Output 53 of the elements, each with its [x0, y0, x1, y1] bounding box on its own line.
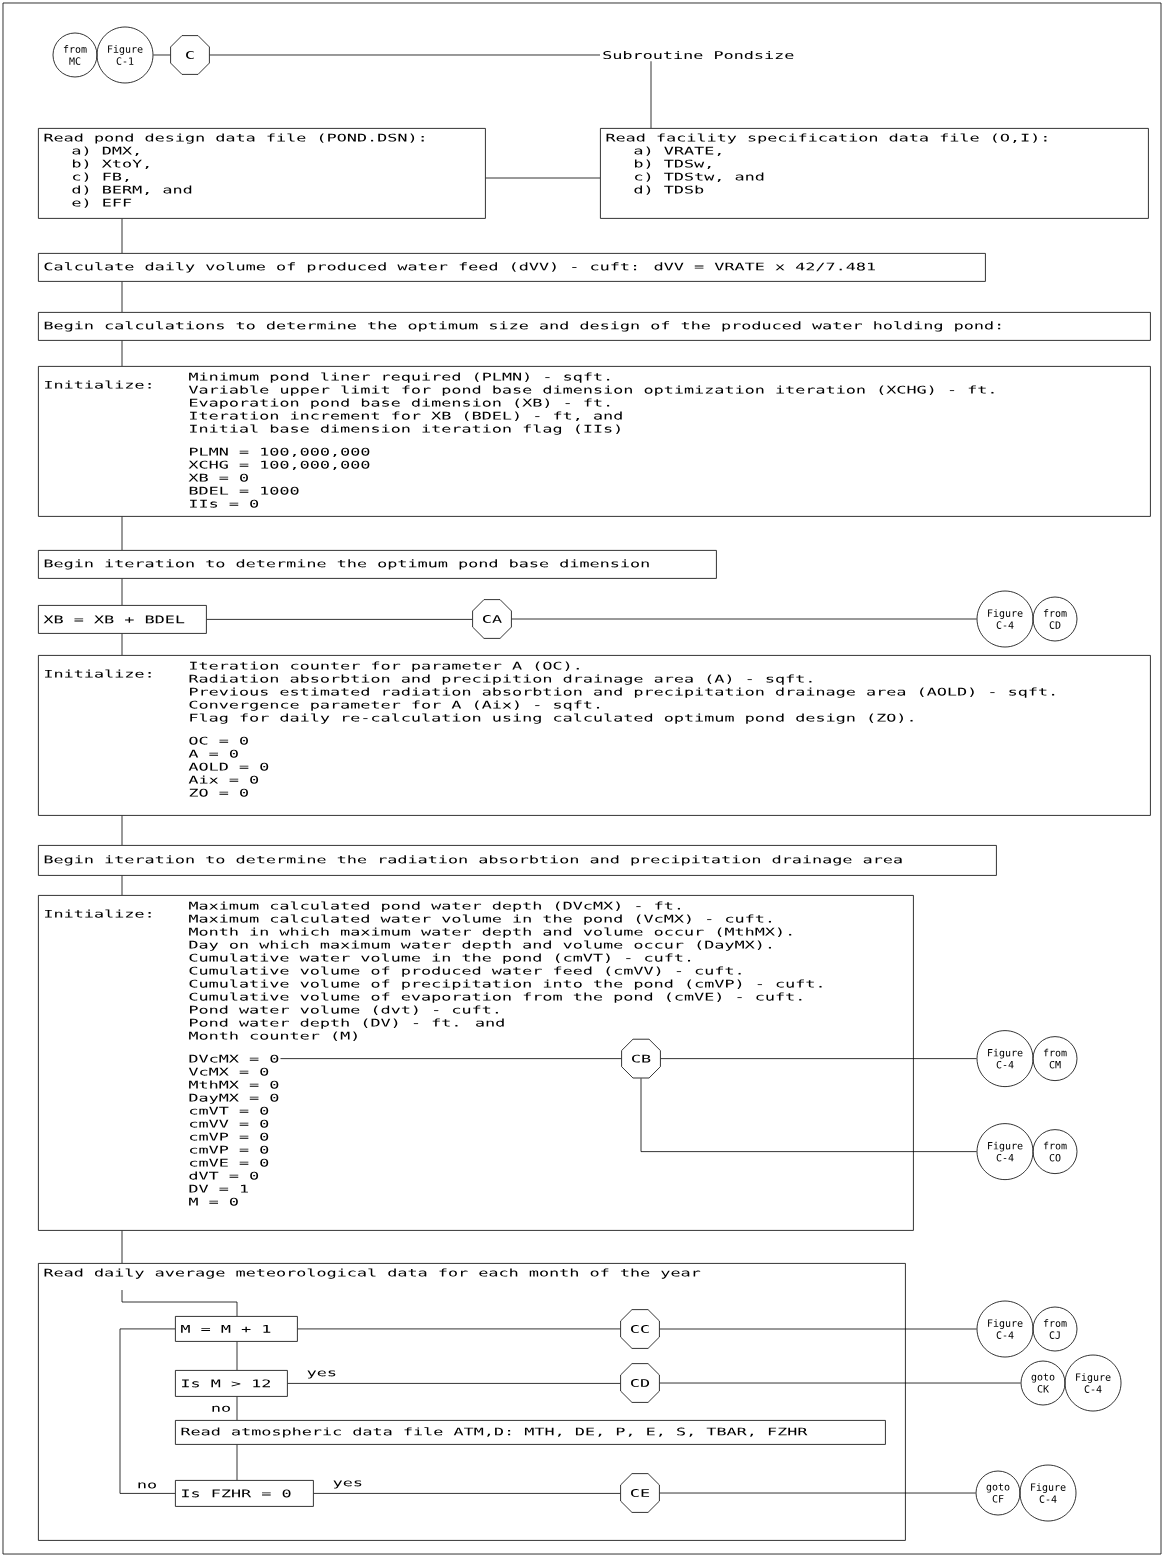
input-box: Read pond design data file (POND.DSN): a) DMX, b) XtoY, c) FB, d) BERM, and e) EFF [38, 128, 486, 219]
connector-line [209, 54, 601, 56]
edge-label: yes [331, 1479, 364, 1490]
connector-line [236, 1396, 238, 1421]
process-box: Is FZHR = 0 [175, 1480, 314, 1507]
connector-line [121, 1289, 238, 1317]
process-box: Calculate daily volume of produced water feed (dVV) - cuft: dVV = VRATE x 42/7.481 [38, 253, 986, 282]
connector-line [485, 177, 601, 179]
process-box: Begin iteration to determine the radiation absorbtion and precipitation drainage area [38, 845, 997, 876]
connector-line [280, 1058, 622, 1059]
connector-octagon: CE [620, 1473, 660, 1513]
connector-octagon: C [170, 35, 210, 75]
connector-line [659, 1328, 977, 1330]
input-box: Read facility specification data file (O,I): a) VRATE, b) TDSw, c) TDStw, and d) TDSb [600, 128, 1149, 219]
connector-line [121, 340, 123, 367]
connector-octagon: CA [472, 599, 512, 639]
connector-line [660, 1058, 977, 1059]
connector-line [236, 1444, 238, 1481]
edge-label: no [209, 1404, 233, 1413]
process-box: M = M + 1 [175, 1316, 298, 1342]
process-box: XB = XB + BDEL [38, 605, 207, 634]
connector-line [121, 875, 123, 896]
connector-line [121, 281, 123, 313]
process-box: Begin calculations to determine the optimum size and design of the produced water holding pond: [38, 312, 1151, 341]
connector-line [121, 218, 123, 254]
process-box: Is M > 12 [175, 1370, 288, 1397]
connector-line [640, 1078, 977, 1152]
connector-line [511, 618, 977, 620]
connector-line [121, 815, 123, 846]
connector-line [121, 516, 123, 551]
connector-line [313, 1493, 621, 1494]
connector-line [297, 1328, 621, 1330]
connector-octagon: CC [620, 1309, 660, 1349]
connector-line [121, 633, 123, 656]
connector-line [659, 1382, 1021, 1384]
initialization-box: Initialize: Minimum pond liner required (PLMN) - sqft. Variable upper limit for pond base dimension optimization iteration (XCHG) - ft. Evaporation pond base dimension (XB) - ft. Iteration increment for XB (BDEL) - ft, and Initial base dimension iteration flag (IIs) PLMN = 100,000,000 XCHG = 100,000,000 XB = 0 BDEL = 1000 IIs = 0 [38, 366, 1151, 517]
initialization-box: Initialize: Iteration counter for parameter A (OC). Radiation absorbtion and precipition drainage area (A) - sqft. Previous estimated radiation absorbtion and precipitation drainage area (AOLD) - sqft. Convergence parameter for A (Aix) - sqft. Flag for daily re-calculation using calculated optimum pond design (ZO). OC = 0 A = 0 AOLD = 0 Aix = 0 ZO = 0 [38, 655, 1151, 816]
connector-line [659, 1492, 976, 1494]
connector-line [121, 578, 123, 606]
connector-line [121, 1230, 123, 1264]
connector-line [650, 60, 652, 129]
connector-octagon: CD [620, 1363, 660, 1403]
edge-label: yes [305, 1369, 338, 1380]
connector-octagon: CB [621, 1038, 661, 1079]
connector-line [119, 1328, 176, 1494]
subroutine-title: Subroutine Pondsize [603, 50, 794, 60]
process-box: Read atmospheric data file ATM,D: MTH, DE, P, E, S, TBAR, FZHR [175, 1420, 886, 1445]
process-box: Begin iteration to determine the optimum pond base dimension [38, 550, 717, 579]
connector-line [206, 619, 473, 620]
edge-label: no [135, 1481, 159, 1490]
connector-line [236, 1341, 238, 1371]
connector-line [287, 1383, 621, 1384]
connector-line [153, 54, 171, 56]
